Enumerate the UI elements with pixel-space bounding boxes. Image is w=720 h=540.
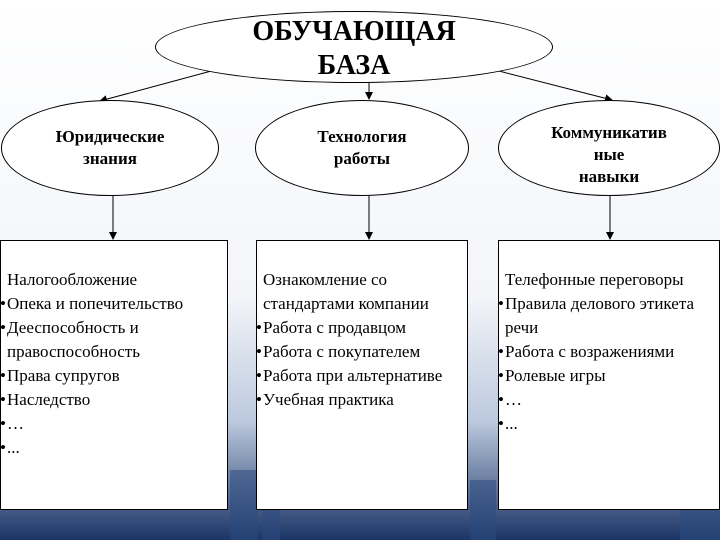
category-label-line: навыки bbox=[578, 167, 640, 186]
topic-list: Правила делового этикета речи Работа с в… bbox=[498, 292, 719, 436]
list-item: ... bbox=[0, 436, 227, 460]
list-item: Работа с возражениями bbox=[498, 340, 719, 364]
box-first-line: Ознакомление со стандартами компании bbox=[263, 270, 429, 313]
root-label-line1: ОБУЧАЮЩАЯ bbox=[252, 16, 456, 47]
list-item: Работа с продавцом bbox=[256, 316, 467, 340]
category-communication-skills: Коммуникатив ные навыки bbox=[498, 100, 720, 196]
box-technology-topics: Ознакомление со стандартами компании Раб… bbox=[256, 240, 468, 510]
list-item: … bbox=[0, 412, 227, 436]
category-legal-knowledge: Юридические знания bbox=[1, 100, 219, 196]
root-label-line2: БАЗА bbox=[317, 50, 391, 81]
category-label-line: ные bbox=[593, 145, 625, 164]
list-item: Права супругов bbox=[0, 364, 227, 388]
list-item: Дееспособность и правоспособность bbox=[0, 316, 227, 364]
topic-list: Опека и попечительство Дееспособность и … bbox=[0, 292, 227, 460]
category-label-line: Коммуникатив bbox=[551, 123, 667, 142]
topic-list: Работа с продавцом Работа с покупателем … bbox=[256, 316, 467, 412]
list-item: Учебная практика bbox=[256, 388, 467, 412]
list-item: ... bbox=[498, 412, 719, 436]
list-item: Ролевые игры bbox=[498, 364, 719, 388]
list-item: … bbox=[498, 388, 719, 412]
box-legal-topics: Налогообложение Опека и попечительство Д… bbox=[0, 240, 228, 510]
list-item: Наследство bbox=[0, 388, 227, 412]
category-label-line: знания bbox=[83, 149, 137, 168]
box-first-line: Налогообложение bbox=[7, 270, 138, 289]
root-node: ОБУЧАЮЩАЯ БАЗА bbox=[155, 11, 553, 83]
arrow-root-legal bbox=[99, 69, 216, 104]
category-work-technology: Технология работы bbox=[255, 100, 469, 196]
box-first-line: Телефонные переговоры bbox=[505, 270, 684, 289]
list-item: Опека и попечительство bbox=[0, 292, 227, 316]
list-item: Работа с покупателем bbox=[256, 340, 467, 364]
category-label-line: Технология bbox=[317, 127, 407, 146]
category-label-line: Юридические bbox=[55, 127, 165, 146]
list-item: Правила делового этикета речи bbox=[498, 292, 719, 340]
box-communication-topics: Телефонные переговоры Правила делового э… bbox=[498, 240, 720, 510]
arrow-root-comm bbox=[494, 69, 613, 103]
category-label-line: работы bbox=[333, 149, 391, 168]
list-item: Работа при альтернативе bbox=[256, 364, 467, 388]
